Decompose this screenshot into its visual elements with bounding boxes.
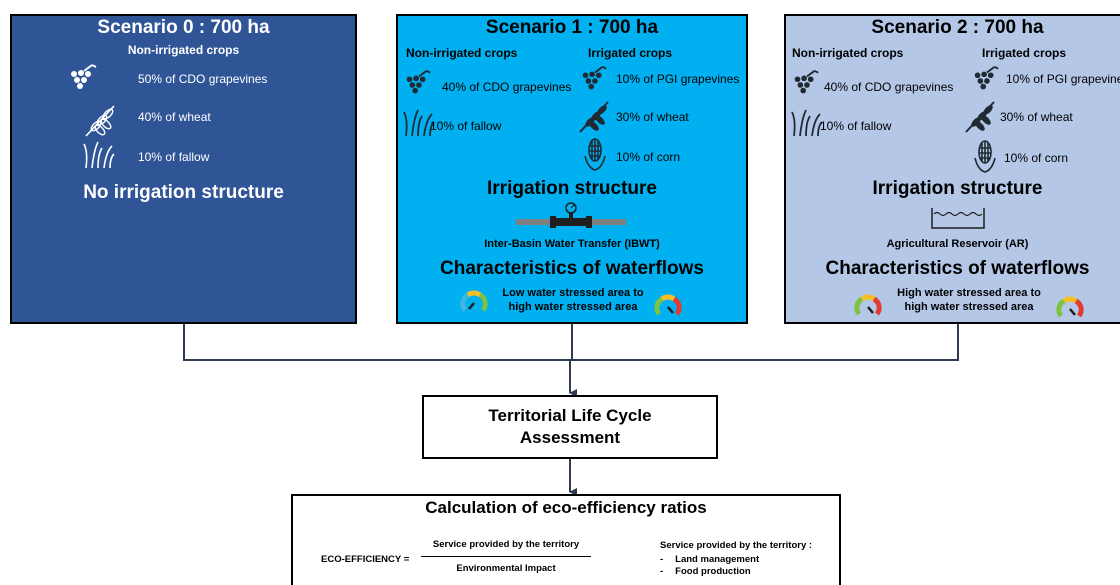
- scenario-2-box: Scenario 2 : 700 ha Non-irrigated crops …: [784, 14, 1120, 324]
- scenario-0-box: Scenario 0 : 700 ha Non-irrigated crops …: [10, 14, 357, 324]
- irrigated-header: Irrigated crops: [982, 46, 1067, 60]
- non-irrigated-header: Non-irrigated crops: [406, 46, 518, 60]
- waterflows-line-2: high water stressed area: [904, 301, 1034, 313]
- eco-efficiency-lhs: ECO-EFFICIENCY =: [321, 554, 410, 565]
- tlca-line-2: Assessment: [519, 428, 621, 447]
- crop-label: 10% of fallow: [430, 119, 502, 133]
- scenario-0-title: Scenario 0 : 700 ha: [97, 17, 270, 38]
- wheat-icon: [579, 101, 609, 133]
- scenario-2-title: Scenario 2 : 700 ha: [871, 17, 1044, 38]
- crop-label: 50% of CDO grapevines: [138, 72, 268, 86]
- scenario-1-title: Scenario 1 : 700 ha: [485, 17, 659, 38]
- tlca-line-1: Territorial Life Cycle: [488, 406, 652, 425]
- corn-icon: [974, 140, 996, 173]
- crop-label: 10% of PGI grapevines: [616, 72, 740, 86]
- grapes-icon: [974, 65, 999, 90]
- grass-icon: [403, 109, 435, 137]
- connector-scenario-2: [570, 324, 959, 361]
- crop-label: 10% of PGI grapevine: [1006, 72, 1120, 86]
- waterflows-line-2: high water stressed area: [508, 301, 638, 313]
- crop-label: 10% of fallow: [820, 119, 892, 133]
- no-irrigation-label: No irrigation structure: [83, 182, 284, 203]
- high-stress-gauge-icon: [854, 294, 882, 316]
- fraction-bar: [421, 556, 591, 557]
- corn-icon: [584, 138, 606, 171]
- waterflows-text: High water stressed area to high water s…: [884, 286, 1054, 314]
- wheat-icon: [965, 101, 995, 133]
- grapes-icon: [582, 65, 607, 90]
- non-irrigated-header: Non-irrigated crops: [792, 46, 904, 60]
- calc-box: Calculation of eco-efficiency ratios ECO…: [291, 494, 841, 585]
- tlca-box: Territorial Life Cycle Assessment: [422, 395, 718, 459]
- service-item: -Land management: [660, 554, 760, 565]
- connector-scenario-0: [183, 324, 570, 361]
- high-stress-gauge-icon: [654, 294, 682, 316]
- crop-label: 10% of corn: [1004, 151, 1069, 165]
- non-irrigated-header: Non-irrigated crops: [127, 43, 240, 57]
- crop-label: 40% of CDO grapevines: [442, 80, 572, 94]
- irrigated-header: Irrigated crops: [588, 46, 673, 60]
- waterflows-text: Low water stressed area to high water st…: [493, 286, 653, 314]
- grass-icon: [791, 109, 823, 137]
- services-header: Service provided by the territory :: [660, 540, 813, 551]
- scenario-1-box: Scenario 1 : 700 ha Non-irrigated crops …: [396, 14, 748, 324]
- grapes-icon: [71, 64, 97, 89]
- wheat-icon: [85, 105, 115, 137]
- reservoir-icon: [931, 208, 985, 229]
- waterflows-line-1: Low water stressed area to: [502, 287, 644, 299]
- numerator: Service provided by the territory: [432, 539, 580, 550]
- crop-label: 30% of wheat: [616, 110, 689, 124]
- waterflows-heading: Characteristics of waterflows: [825, 258, 1090, 279]
- crop-label: 40% of wheat: [138, 110, 211, 124]
- grapes-icon: [406, 69, 431, 94]
- crop-label: 30% of wheat: [1000, 110, 1073, 124]
- structure-name: Agricultural Reservoir (AR): [886, 238, 1029, 250]
- service-item: -Food production: [660, 566, 751, 577]
- crop-label: 40% of CDO grapevines: [824, 80, 954, 94]
- crop-label: 10% of corn: [616, 150, 681, 164]
- grapes-icon: [794, 69, 819, 94]
- high-stress-gauge-icon: [1056, 296, 1084, 318]
- calc-title: Calculation of eco-efficiency ratios: [425, 498, 707, 517]
- low-stress-gauge-icon: [460, 290, 488, 312]
- denominator: Environmental Impact: [456, 563, 556, 574]
- services-list: -Land management -Food production: [660, 554, 759, 578]
- irrigation-structure-heading: Irrigation structure: [487, 178, 657, 199]
- structure-name: Inter-Basin Water Transfer (IBWT): [484, 238, 660, 250]
- crop-label: 10% of fallow: [138, 150, 210, 164]
- irrigation-structure-heading: Irrigation structure: [872, 178, 1043, 199]
- grass-icon: [83, 141, 115, 169]
- waterflows-heading: Characteristics of waterflows: [440, 258, 704, 279]
- pipe-valve-icon: [516, 202, 626, 228]
- waterflows-line-1: High water stressed area to: [897, 287, 1041, 299]
